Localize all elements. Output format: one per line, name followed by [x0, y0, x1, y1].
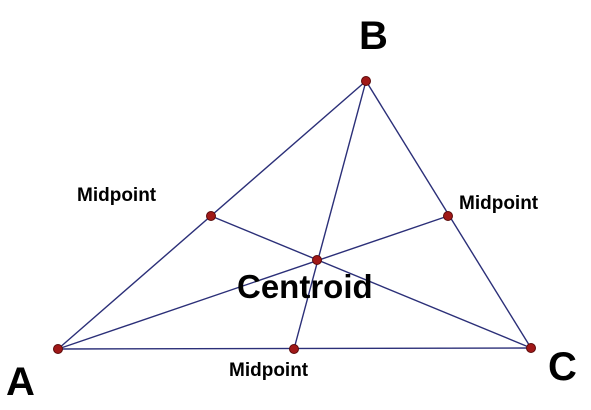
median-from-b	[293, 80, 367, 350]
midpoint-label-ac: Midpoint	[229, 360, 309, 381]
centroid-label: Centroid	[237, 268, 373, 305]
vertex-label-c: C	[548, 345, 577, 389]
midpoint-label-bc: Midpoint	[459, 193, 539, 214]
midpoint-ab-point	[206, 211, 216, 221]
midpoint-bc-point	[443, 211, 453, 221]
vertex-label-b: B	[359, 14, 388, 58]
centroid-point	[312, 255, 322, 265]
midpoint-label-ab: Midpoint	[77, 185, 157, 206]
midpoint-ac-point	[289, 344, 299, 354]
median-from-c	[210, 215, 532, 349]
vertex-label-a: A	[6, 360, 35, 404]
vertex-a-point	[53, 344, 63, 354]
vertex-c-point	[526, 343, 536, 353]
vertex-b-point	[361, 76, 371, 86]
median-from-a	[57, 215, 449, 350]
